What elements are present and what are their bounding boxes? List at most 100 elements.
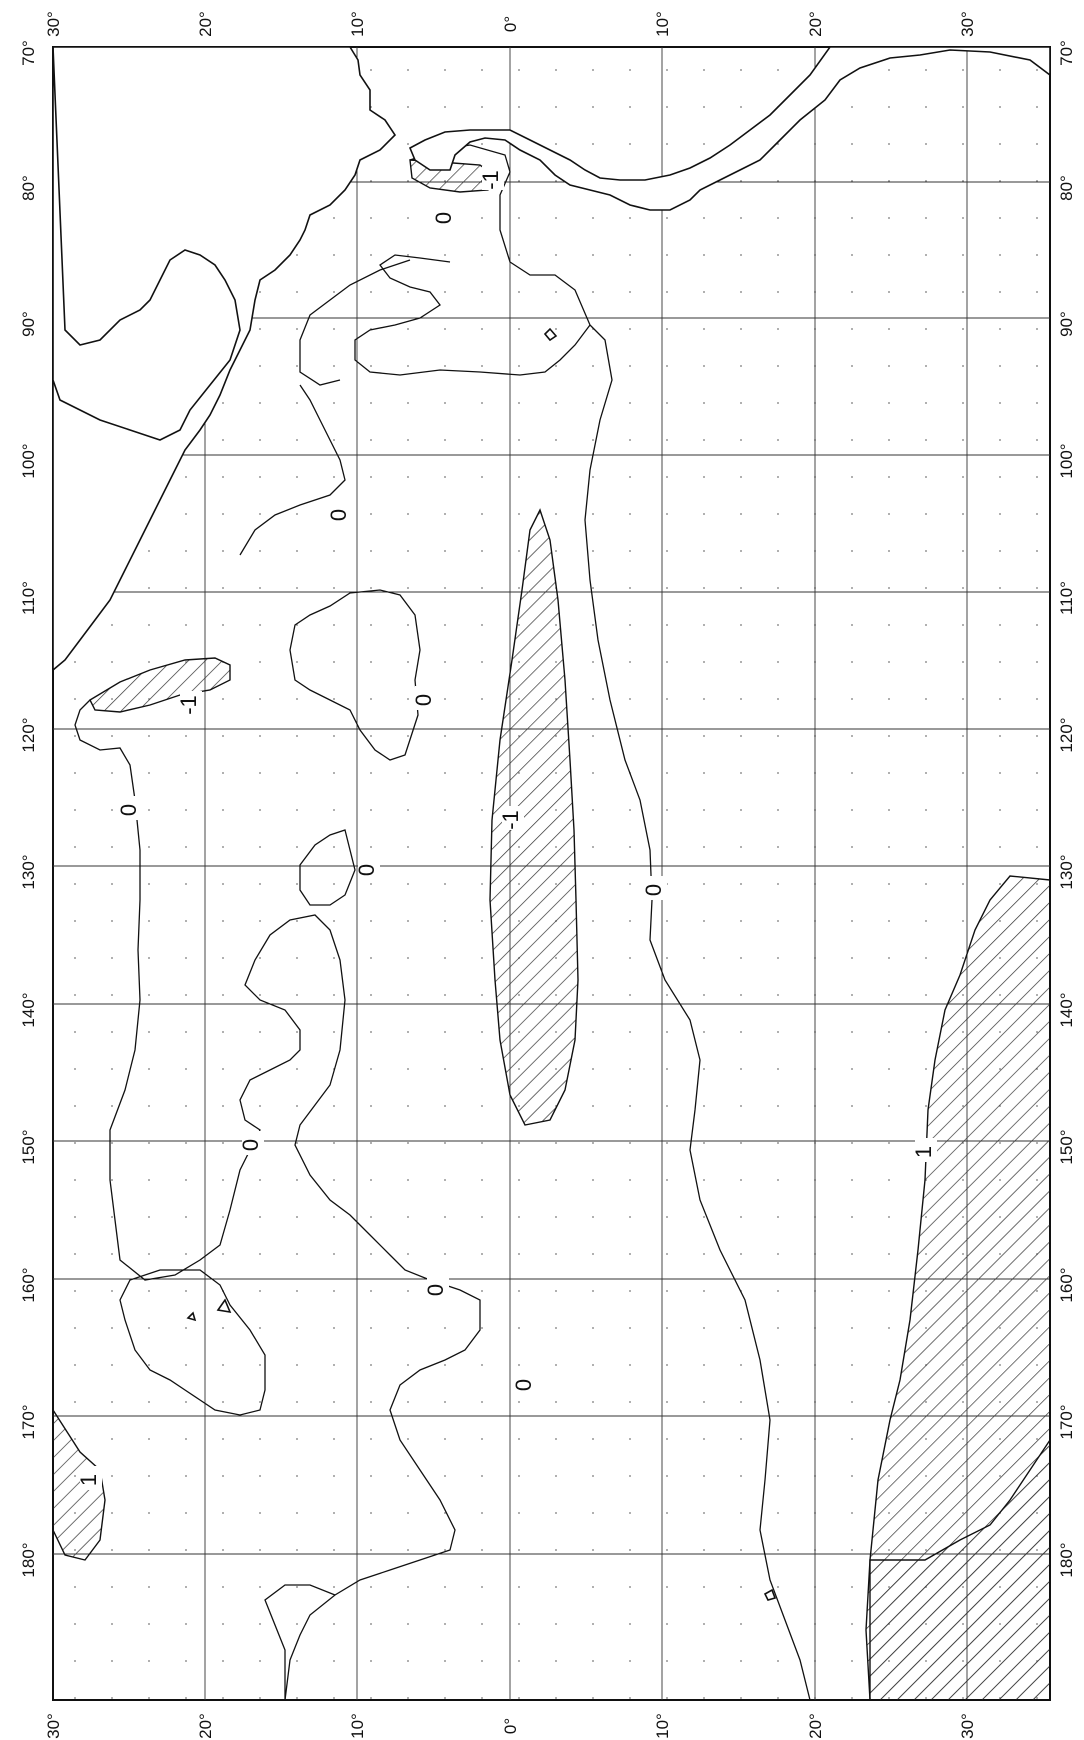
- background-dot: [185, 476, 187, 478]
- background-dot: [481, 1253, 483, 1255]
- background-dot: [888, 69, 890, 71]
- background-dot: [962, 476, 964, 478]
- background-dot: [925, 994, 927, 996]
- background-dot: [296, 883, 298, 885]
- background-dot: [296, 1586, 298, 1588]
- background-dot: [407, 1697, 409, 1699]
- background-dot: [888, 1327, 890, 1329]
- background-dot: [777, 587, 779, 589]
- background-dot: [999, 735, 1001, 737]
- background-dot: [518, 291, 520, 293]
- landmass-sumatra-asia: [408, 46, 1051, 211]
- background-dot: [296, 1179, 298, 1181]
- background-dot: [444, 1401, 446, 1403]
- background-dot: [481, 994, 483, 996]
- background-dot: [888, 1290, 890, 1292]
- background-dot: [333, 217, 335, 219]
- background-dot: [370, 735, 372, 737]
- background-dot: [444, 1031, 446, 1033]
- background-dot: [592, 883, 594, 885]
- background-dot: [851, 1475, 853, 1477]
- background-dot: [333, 439, 335, 441]
- background-dot: [148, 920, 150, 922]
- background-dot: [481, 661, 483, 663]
- background-dot: [925, 920, 927, 922]
- background-dot: [74, 1586, 76, 1588]
- background-dot: [888, 1216, 890, 1218]
- background-dot: [259, 365, 261, 367]
- background-dot: [444, 254, 446, 256]
- contour-0-west-loop: [119, 1269, 266, 1416]
- background-dot: [296, 1697, 298, 1699]
- background-dot: [592, 624, 594, 626]
- latitude-label-top: 20°: [196, 11, 215, 37]
- background-dot: [444, 1364, 446, 1366]
- background-dot: [999, 698, 1001, 700]
- background-dot: [74, 772, 76, 774]
- background-dot: [444, 624, 446, 626]
- latitude-label-bottom: 20°: [196, 1713, 215, 1739]
- background-dot: [74, 1179, 76, 1181]
- background-dot: [185, 550, 187, 552]
- background-dot: [777, 1586, 779, 1588]
- background-dot: [259, 1549, 261, 1551]
- background-dot: [259, 1031, 261, 1033]
- background-dot: [407, 1364, 409, 1366]
- background-dot: [148, 1105, 150, 1107]
- background-dot: [555, 1475, 557, 1477]
- background-dot: [1036, 698, 1038, 700]
- background-dot: [666, 439, 668, 441]
- background-dot: [629, 550, 631, 552]
- background-dot: [444, 883, 446, 885]
- background-dot: [1036, 846, 1038, 848]
- background-dot: [851, 809, 853, 811]
- background-dot: [407, 402, 409, 404]
- background-dot: [592, 1623, 594, 1625]
- background-dot: [1036, 772, 1038, 774]
- contour-lines: [74, 144, 811, 1701]
- background-dot: [851, 1660, 853, 1662]
- background-dot: [592, 1142, 594, 1144]
- background-dot: [740, 402, 742, 404]
- background-dot: [962, 957, 964, 959]
- background-dot: [74, 735, 76, 737]
- background-dot: [888, 735, 890, 737]
- background-dot: [740, 846, 742, 848]
- longitude-label-left: 150°: [19, 1129, 38, 1164]
- background-dot: [333, 1549, 335, 1551]
- background-dot: [148, 1660, 150, 1662]
- background-dot: [407, 291, 409, 293]
- background-dot: [444, 1586, 446, 1588]
- background-dot: [185, 1697, 187, 1699]
- contour-label-0: 0: [238, 1139, 263, 1151]
- background-dot: [481, 254, 483, 256]
- background-dot: [185, 1068, 187, 1070]
- background-dot: [296, 1216, 298, 1218]
- background-dot: [962, 550, 964, 552]
- background-dot: [888, 994, 890, 996]
- background-dot: [333, 1438, 335, 1440]
- background-dot: [703, 1697, 705, 1699]
- background-dot: [481, 1586, 483, 1588]
- background-dot: [370, 772, 372, 774]
- background-dot: [111, 1031, 113, 1033]
- background-dot: [518, 402, 520, 404]
- longitude-label-right: 110°: [1057, 581, 1076, 615]
- background-dot: [481, 920, 483, 922]
- background-dot: [370, 957, 372, 959]
- background-dot: [74, 1660, 76, 1662]
- longitude-label-left: 110°: [19, 581, 38, 615]
- background-dot: [370, 883, 372, 885]
- background-dot: [481, 1216, 483, 1218]
- background-dot: [370, 846, 372, 848]
- background-dot: [333, 587, 335, 589]
- background-dot: [222, 1623, 224, 1625]
- background-dot: [1036, 661, 1038, 663]
- background-dot: [851, 735, 853, 737]
- background-dot: [629, 698, 631, 700]
- background-dot: [851, 1179, 853, 1181]
- background-dot: [518, 1253, 520, 1255]
- background-dot: [111, 1142, 113, 1144]
- background-dot: [777, 1105, 779, 1107]
- background-dot: [666, 1549, 668, 1551]
